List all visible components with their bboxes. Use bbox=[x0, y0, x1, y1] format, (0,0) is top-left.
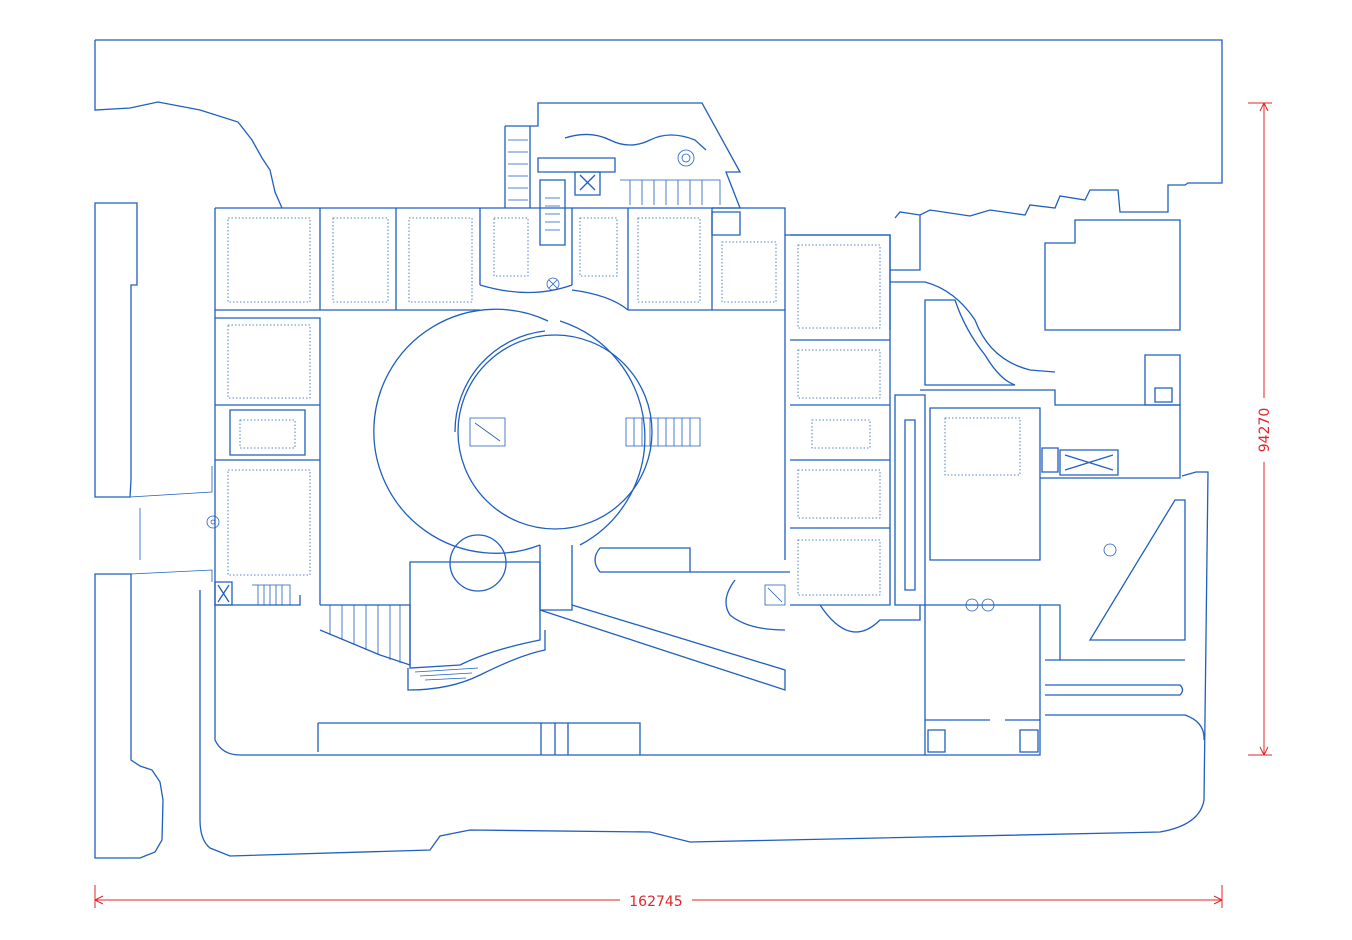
width-dimension-label: 162745 bbox=[629, 894, 682, 910]
height-dimension-label: 94270 bbox=[1257, 408, 1273, 453]
east-annex bbox=[890, 215, 1205, 756]
width-dimension: 162745 bbox=[94, 885, 1223, 910]
south-central bbox=[319, 545, 790, 691]
site-boundary bbox=[94, 39, 1223, 859]
west-rooms bbox=[206, 317, 321, 606]
central-rotunda bbox=[373, 308, 701, 592]
height-dimension: 94270 bbox=[1248, 102, 1273, 756]
south-corridor bbox=[214, 605, 925, 756]
north-rooms bbox=[214, 207, 891, 606]
east-rooms bbox=[790, 234, 921, 633]
north-entrance bbox=[504, 102, 742, 246]
